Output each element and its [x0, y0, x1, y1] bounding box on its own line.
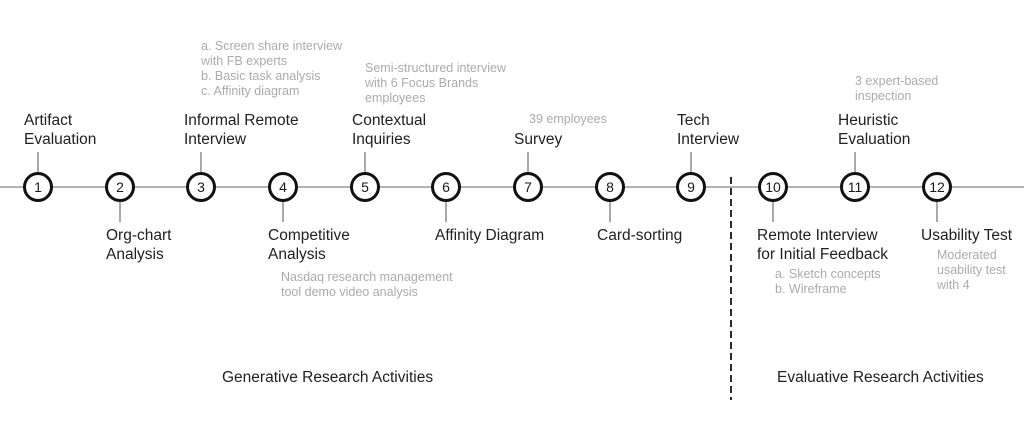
node-3-number: 3	[197, 179, 205, 195]
timeline-node-9: 9	[676, 172, 706, 202]
timeline-node-4: 4	[268, 172, 298, 202]
node-4-annotation: Nasdaq research management tool demo vid…	[281, 270, 453, 299]
timeline-node-7: 7	[513, 172, 543, 202]
node-4-number: 4	[279, 179, 287, 195]
node-10-connector	[772, 202, 774, 222]
node-5-number: 5	[361, 179, 369, 195]
timeline-node-1: 1	[23, 172, 53, 202]
timeline-node-5: 5	[350, 172, 380, 202]
node-7-label: Survey	[514, 131, 563, 148]
node-1-connector	[37, 152, 39, 172]
timeline-node-6: 6	[431, 172, 461, 202]
node-10-annotation: a. Sketch concepts b. Wireframe	[775, 267, 881, 296]
node-9-label: Tech Interview	[677, 112, 740, 148]
node-12-number: 12	[929, 179, 945, 195]
node-9-number: 9	[687, 179, 695, 195]
node-7-number: 7	[524, 179, 532, 195]
timeline-node-2: 2	[105, 172, 135, 202]
node-11-number: 11	[847, 179, 863, 195]
node-6-label: Affinity Diagram	[435, 227, 545, 244]
timeline-axis	[0, 186, 1024, 188]
node-11-label: Heuristic Evaluation	[838, 112, 911, 148]
node-11-connector	[854, 152, 856, 172]
node-1-number: 1	[34, 179, 42, 195]
node-7-connector	[527, 152, 529, 172]
timeline-node-3: 3	[186, 172, 216, 202]
node-12-annotation: Moderated usability test with 4	[937, 248, 1006, 292]
node-3-label: Informal Remote Interview	[184, 112, 299, 148]
node-2-connector	[119, 202, 121, 222]
node-5-label: Contextual Inquiries	[352, 112, 427, 148]
node-8-number: 8	[606, 179, 614, 195]
node-9-connector	[690, 152, 692, 172]
node-3-annotation: a. Screen share interview with FB expert…	[201, 39, 343, 98]
node-11-annotation: 3 expert-based inspection	[855, 74, 939, 103]
node-1-label: Artifact Evaluation	[24, 112, 97, 148]
node-12-connector	[936, 202, 938, 222]
node-2-number: 2	[116, 179, 124, 195]
node-3-connector	[200, 152, 202, 172]
node-7-annotation: 39 employees	[529, 112, 607, 126]
node-2-label: Org-chart Analysis	[106, 227, 172, 263]
node-5-annotation: Semi-structured interview with 6 Focus B…	[365, 61, 507, 105]
node-10-number: 10	[765, 179, 781, 195]
node-8-connector	[609, 202, 611, 222]
section-label-evaluative: Evaluative Research Activities	[777, 369, 984, 386]
node-12-label: Usability Test	[921, 227, 1013, 244]
timeline-node-8: 8	[595, 172, 625, 202]
node-6-number: 6	[442, 179, 450, 195]
node-5-connector	[364, 152, 366, 172]
node-6-connector	[445, 202, 447, 222]
node-4-connector	[282, 202, 284, 222]
section-label-generative: Generative Research Activities	[222, 369, 434, 386]
timeline-node-10: 10	[758, 172, 788, 202]
timeline-node-11: 11	[840, 172, 870, 202]
timeline-node-12: 12	[922, 172, 952, 202]
node-4-label: Competitive Analysis	[268, 227, 350, 263]
phase-divider-dashed-line	[730, 177, 732, 400]
node-10-label: Remote Interview for Initial Feedback	[757, 227, 888, 263]
node-8-label: Card-sorting	[597, 227, 683, 244]
